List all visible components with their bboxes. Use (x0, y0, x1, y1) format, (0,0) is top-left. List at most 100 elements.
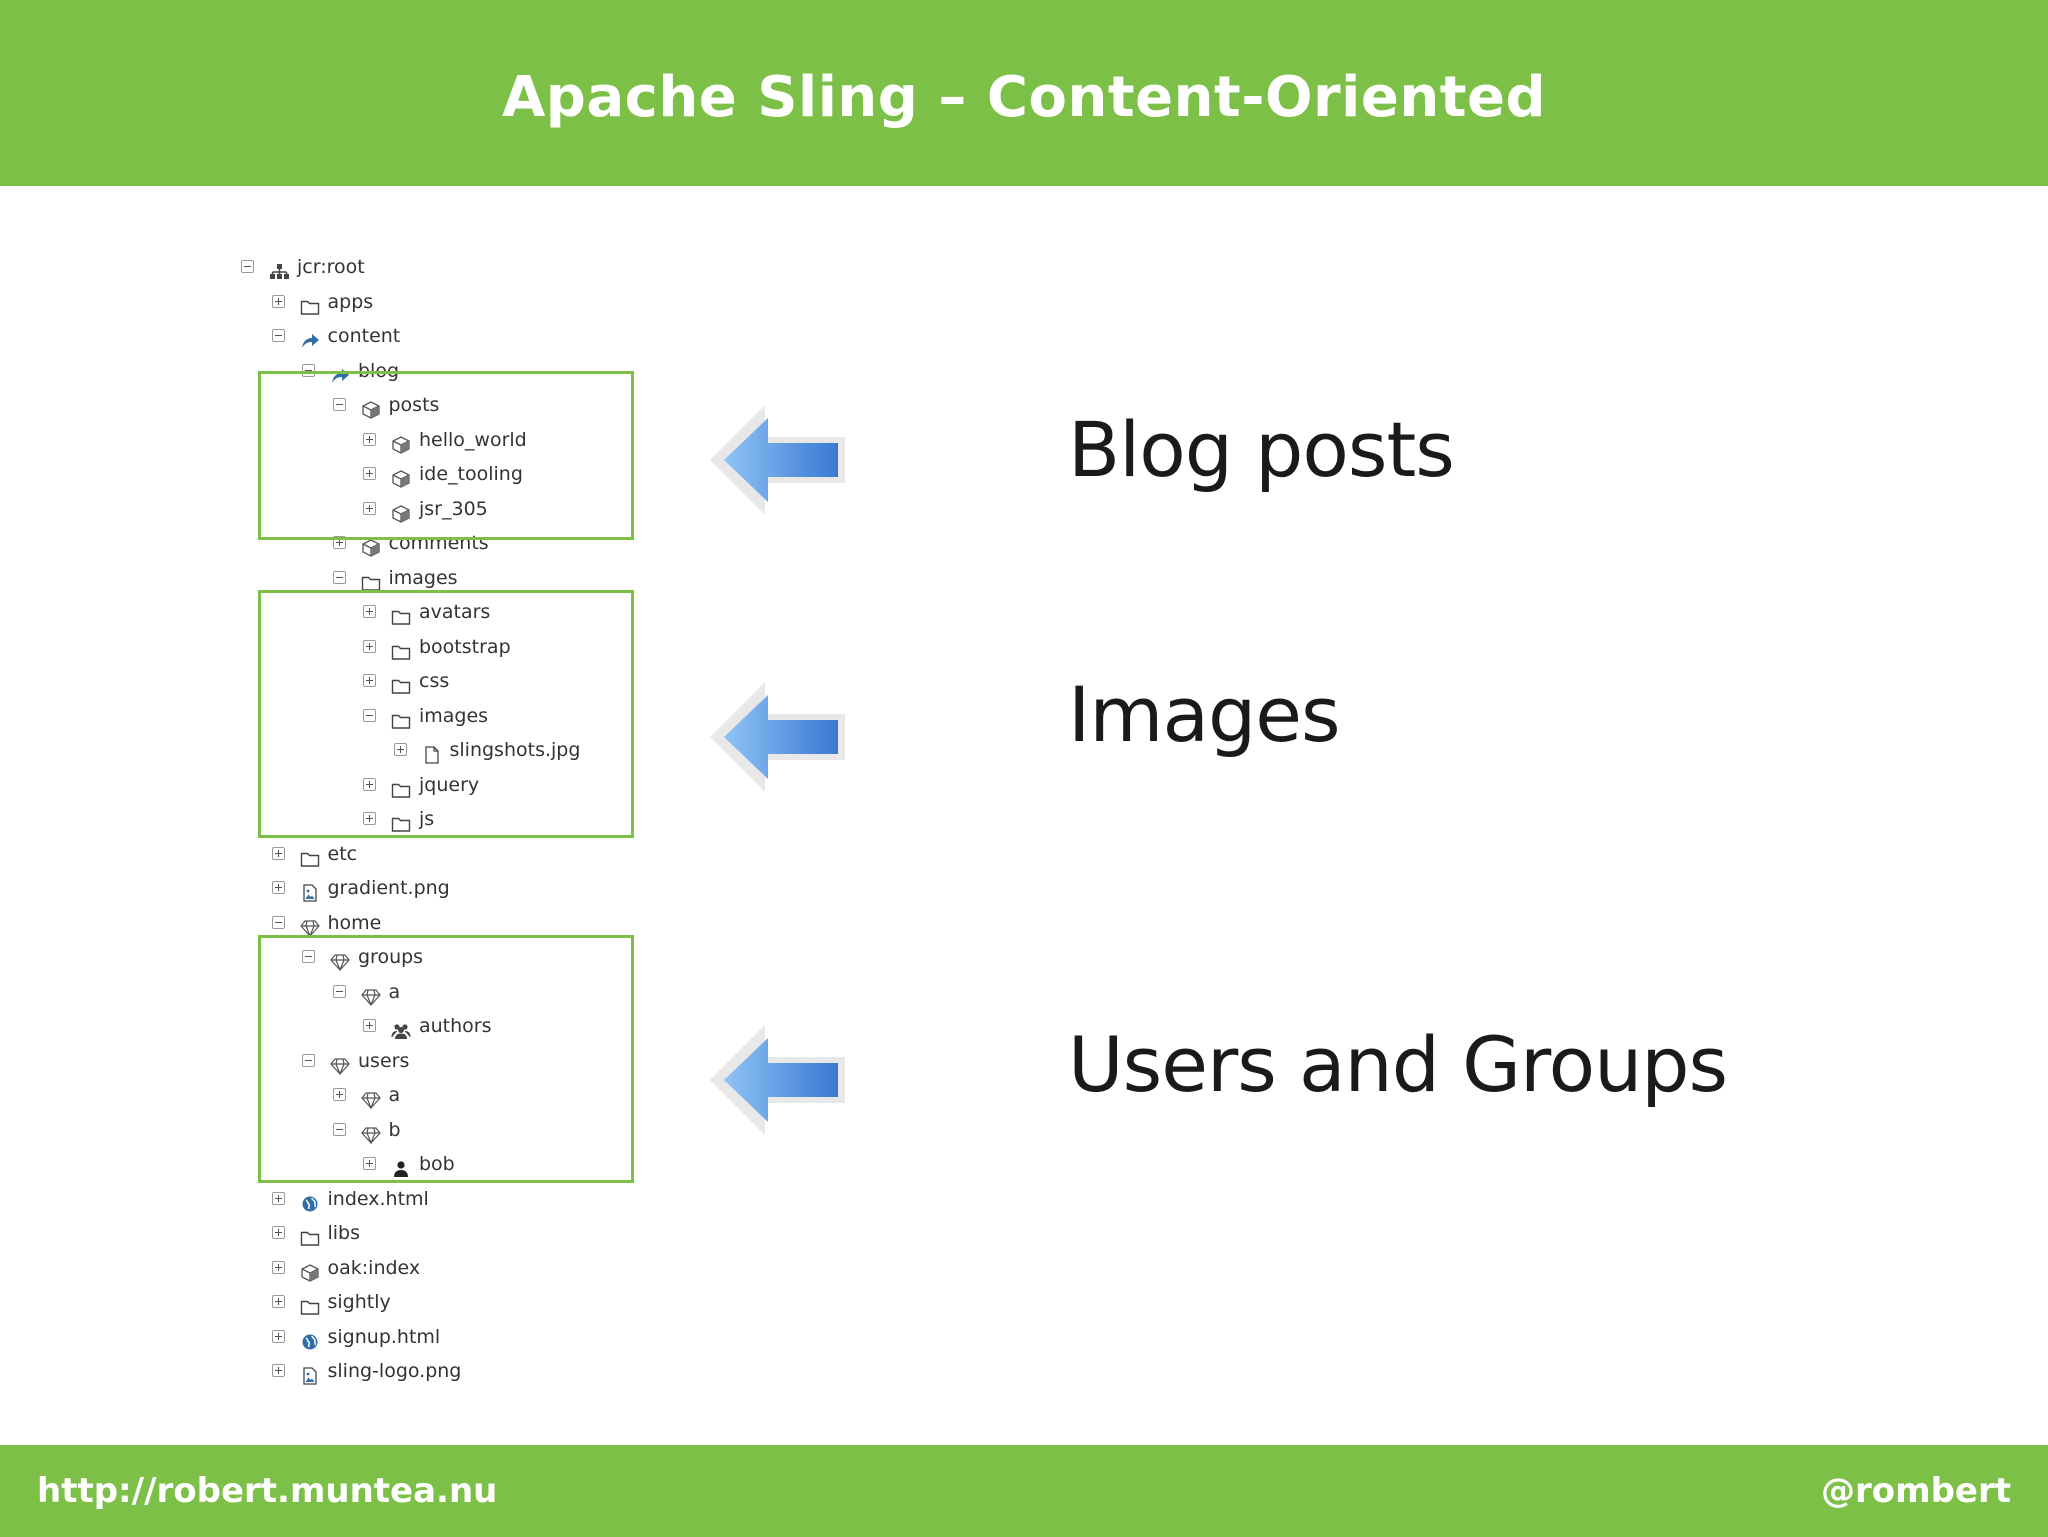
expand-icon[interactable] (332, 1088, 346, 1101)
expand-icon[interactable] (363, 812, 376, 825)
diamond-icon (299, 914, 320, 938)
tree-node-label: js (419, 808, 435, 830)
header-bar (0, 0, 2048, 186)
tree-node-label: oak:index (327, 1256, 421, 1279)
tree-node-label: users (358, 1049, 410, 1072)
footer-handle: @rombert (1821, 1471, 2011, 1511)
tree-node-label: images (419, 704, 489, 727)
expand-icon[interactable] (271, 846, 285, 860)
footer-url[interactable]: http://robert.muntea.nu (37, 1471, 498, 1511)
collapse-icon[interactable] (302, 950, 315, 963)
expand-icon[interactable] (271, 1295, 285, 1308)
tree-node-label: jquery (419, 773, 480, 796)
left-arrow-icon (710, 682, 845, 792)
tree-node-label: bob (419, 1153, 455, 1175)
tree-node-label: posts (388, 394, 440, 416)
folder-icon (391, 603, 411, 625)
expand-icon[interactable] (271, 1191, 285, 1205)
collapse-icon[interactable] (332, 398, 346, 411)
collapse-icon[interactable] (332, 1122, 346, 1136)
tree-node-label: apps (327, 290, 374, 313)
file-icon (422, 741, 442, 764)
diamond-icon (330, 1052, 350, 1076)
diamond-icon (330, 948, 350, 972)
tree-node-label: avatars (419, 601, 491, 623)
expand-icon[interactable] (363, 432, 376, 446)
folder-icon (391, 776, 411, 798)
expand-icon[interactable] (363, 467, 376, 480)
expand-icon[interactable] (271, 1329, 285, 1343)
folder-icon (391, 707, 411, 729)
left-arrow-icon (710, 1025, 845, 1135)
expand-icon[interactable] (363, 1019, 376, 1032)
diamond-icon (360, 1121, 381, 1145)
cube-icon (361, 396, 381, 419)
expand-icon[interactable] (271, 881, 285, 894)
folder-icon (391, 672, 411, 694)
cube-icon (391, 465, 411, 488)
left-arrow-icon (710, 405, 845, 515)
folder-icon (300, 1293, 320, 1315)
tree-node-label: bootstrap (419, 635, 511, 658)
expand-icon[interactable] (363, 639, 376, 653)
folder-icon (391, 638, 411, 660)
tree-node-label: a (388, 1084, 401, 1106)
expand-icon[interactable] (271, 1364, 285, 1377)
highlight-images (258, 590, 634, 838)
tree-node-label: blog (358, 359, 400, 382)
globe-icon (300, 1328, 320, 1349)
expand-icon[interactable] (271, 294, 285, 308)
tree-node-label: jcr:root (297, 256, 365, 278)
callout-blog-posts: Blog posts (1068, 405, 1455, 494)
collapse-icon[interactable] (332, 984, 346, 998)
tree-node-label: authors (419, 1015, 492, 1037)
collapse-icon[interactable] (302, 1053, 315, 1067)
slide-title: Apache Sling – Content-Oriented (501, 65, 1547, 130)
tree-node-label: gradient.png (327, 877, 450, 899)
highlight-blog-posts (258, 371, 634, 540)
cube-icon (391, 431, 411, 454)
expand-icon[interactable] (363, 674, 376, 687)
hierarchy-icon (269, 258, 289, 279)
collapse-icon[interactable] (271, 915, 285, 929)
tree-node-label: sightly (327, 1291, 391, 1313)
folder-icon (361, 569, 381, 591)
tree-node-label: groups (358, 946, 424, 968)
tree-node-label: ide_tooling (419, 463, 523, 485)
folder-icon (300, 293, 320, 315)
cube-icon (300, 1259, 320, 1282)
expand-icon[interactable] (271, 1260, 285, 1274)
tree-node-label: sling-logo.png (327, 1360, 462, 1382)
folder-icon (300, 845, 320, 867)
expand-icon[interactable] (393, 743, 407, 756)
tree-node-label: slingshots.jpg (449, 739, 581, 761)
expand-icon[interactable] (363, 605, 376, 618)
tree-node-label: signup.html (327, 1325, 441, 1348)
expand-icon[interactable] (363, 777, 376, 791)
tree-node-label: jsr_305 (419, 497, 488, 520)
tree-node-label: images (388, 566, 458, 589)
tree-node-label: b (388, 1118, 401, 1141)
expand-icon[interactable] (271, 1226, 285, 1239)
footer-bar: http://robert.muntea.nu @rombert (0, 1445, 2048, 1537)
globe-icon (300, 1190, 320, 1211)
expand-icon[interactable] (363, 1157, 376, 1170)
collapse-icon[interactable] (363, 708, 376, 722)
callout-users-groups: Users and Groups (1068, 1020, 1728, 1109)
expand-icon[interactable] (363, 501, 376, 515)
share-arrow-icon (300, 327, 320, 348)
folder-icon (300, 1224, 320, 1246)
tree-node-label: home (327, 911, 382, 934)
collapse-icon[interactable] (332, 570, 346, 584)
collapse-icon[interactable] (241, 260, 254, 273)
user-icon (391, 1155, 411, 1177)
tree-node-label: css (419, 670, 450, 692)
tree-node-label: a (388, 980, 401, 1003)
tree-node-label: index.html (327, 1187, 429, 1210)
diamond-icon (360, 1086, 381, 1110)
collapse-icon[interactable] (271, 329, 285, 342)
highlight-users-groups (258, 935, 634, 1183)
tree-node-label: libs (327, 1222, 361, 1244)
cube-icon (361, 534, 381, 557)
